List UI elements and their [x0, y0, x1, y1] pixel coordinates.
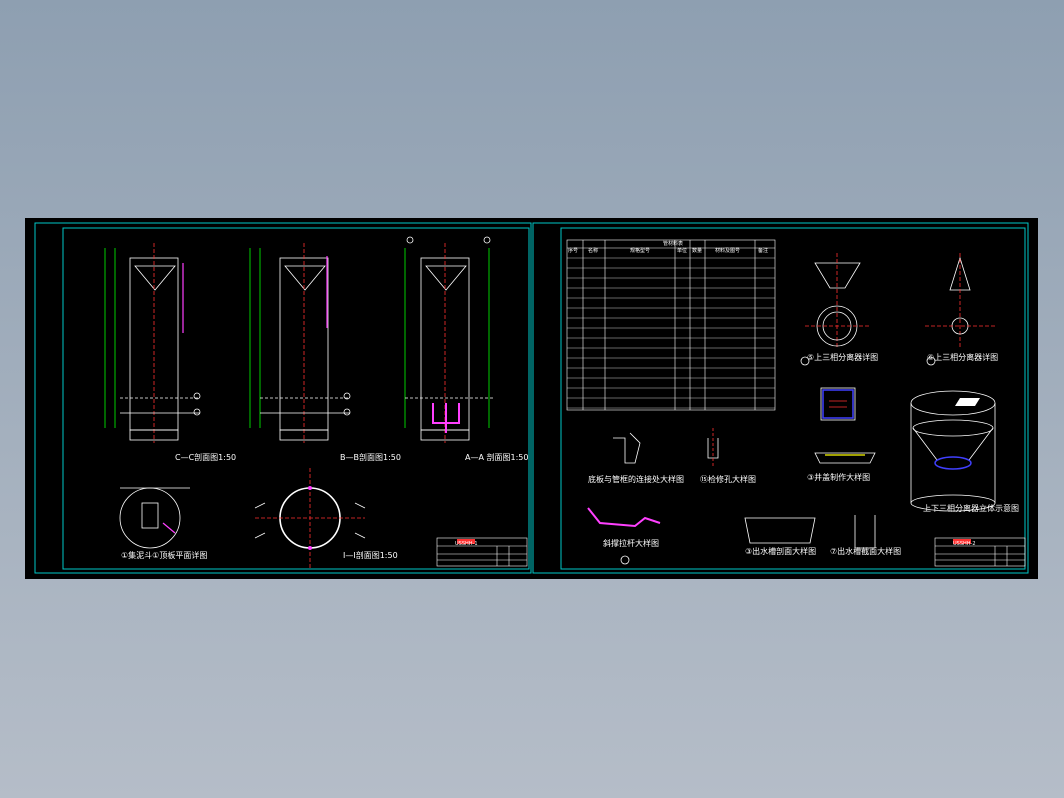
table-header-2: 规格型号 — [630, 248, 651, 254]
table-header-0: 序号 — [568, 248, 579, 254]
detail-label-6: 上下三相分离器立体示意图 — [923, 504, 1019, 513]
view-label-i-i: I—I剖面图1:50 — [343, 551, 398, 560]
detail-label-4: ⑥上三相分离器详图 — [927, 353, 999, 362]
table-header-6: 备注 — [758, 248, 769, 254]
material-table — [566, 239, 776, 411]
left-title-block — [436, 537, 528, 567]
plan-view-i-i — [254, 468, 366, 568]
detail-label-9: ⑦出水槽截面大样图 — [830, 547, 902, 556]
detail-label-1: 底板与管框的连接处大样图 — [588, 475, 684, 484]
detail-label-8: ③出水槽剖面大样图 — [745, 547, 817, 556]
section-b-b — [249, 243, 351, 443]
bottom-details-right — [587, 428, 876, 565]
separator-detail-2 — [925, 253, 997, 366]
view-label-c-c: C—C剖面图1:50 — [175, 453, 237, 462]
left-sheet-frame — [34, 222, 532, 574]
right-sheet-frame — [532, 222, 1029, 574]
plan-view-bottom — [119, 487, 190, 549]
cover-detail — [814, 387, 876, 464]
separator-detail-1 — [800, 253, 870, 366]
detail-label-2: ⑮检修孔大样图 — [700, 475, 756, 484]
cad-drawing-svg — [34, 222, 1029, 574]
table-header-5: 材料及图号 — [715, 248, 741, 254]
detail-label-7: 斜撑拉杆大样图 — [603, 539, 659, 548]
left-title-code: USSHH-1 — [455, 541, 478, 547]
right-title-block — [934, 537, 1026, 567]
cad-drawing-canvas: C—C剖面图1:50 B—B剖面图1:50 A—A 剖面图1:50 ①集泥斗①顶… — [25, 218, 1038, 579]
right-title-code: USSHH-2 — [953, 541, 976, 547]
section-a-a — [404, 236, 495, 443]
section-c-c — [104, 243, 201, 443]
separator-3d-view — [910, 390, 996, 512]
table-title: 管材料表 — [663, 241, 684, 247]
detail-label-3: ⑤上三相分离器详图 — [807, 353, 879, 362]
view-label-b-b: B—B剖面图1:50 — [340, 453, 401, 462]
table-header-4: 数量 — [692, 248, 703, 254]
view-label-a-a: A—A 剖面图1:50 — [465, 453, 529, 462]
table-header-3: 单位 — [677, 248, 688, 254]
view-label-plan: ①集泥斗①顶板平面详图 — [121, 551, 208, 560]
table-header-1: 名称 — [588, 248, 599, 254]
detail-label-5: ③井盖制作大样图 — [807, 473, 871, 482]
